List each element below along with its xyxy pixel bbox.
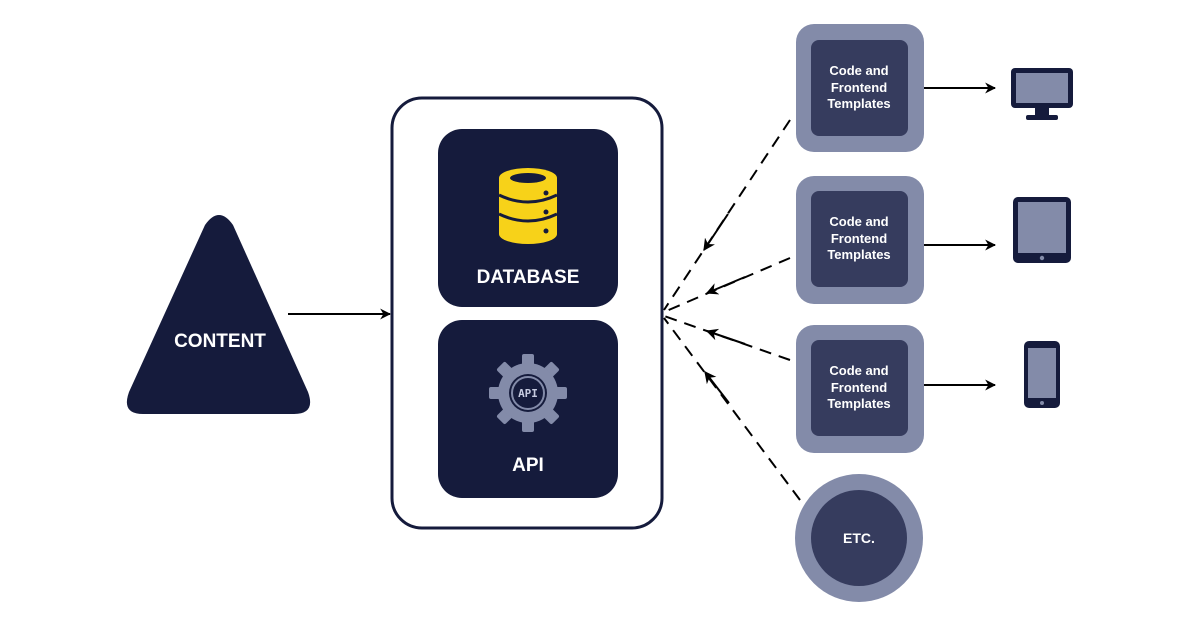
api-label: API bbox=[512, 454, 544, 476]
template-label-2: Code and Frontend Templates bbox=[827, 213, 891, 263]
content-triangle bbox=[126, 215, 311, 414]
api-gear-icon: API bbox=[489, 354, 567, 432]
template-label-3: Code and Frontend Templates bbox=[827, 362, 891, 412]
etc-circle bbox=[795, 474, 923, 602]
api-icon-text: API bbox=[518, 387, 538, 400]
template-card-3 bbox=[796, 325, 924, 453]
tablet-icon bbox=[1013, 197, 1071, 263]
template-label-1: Code and Frontend Templates bbox=[827, 62, 891, 112]
template-card-1 bbox=[796, 24, 924, 152]
etc-label: ETC. bbox=[843, 529, 875, 546]
dashed-arrowheads bbox=[703, 213, 746, 404]
template-card-2 bbox=[796, 176, 924, 304]
database-icon bbox=[498, 168, 558, 244]
phone-icon bbox=[1024, 341, 1060, 408]
database-label: DATABASE bbox=[476, 266, 580, 288]
dashed-connections bbox=[663, 119, 801, 501]
content-label: CONTENT bbox=[174, 330, 266, 352]
desktop-monitor-icon bbox=[1011, 68, 1073, 120]
